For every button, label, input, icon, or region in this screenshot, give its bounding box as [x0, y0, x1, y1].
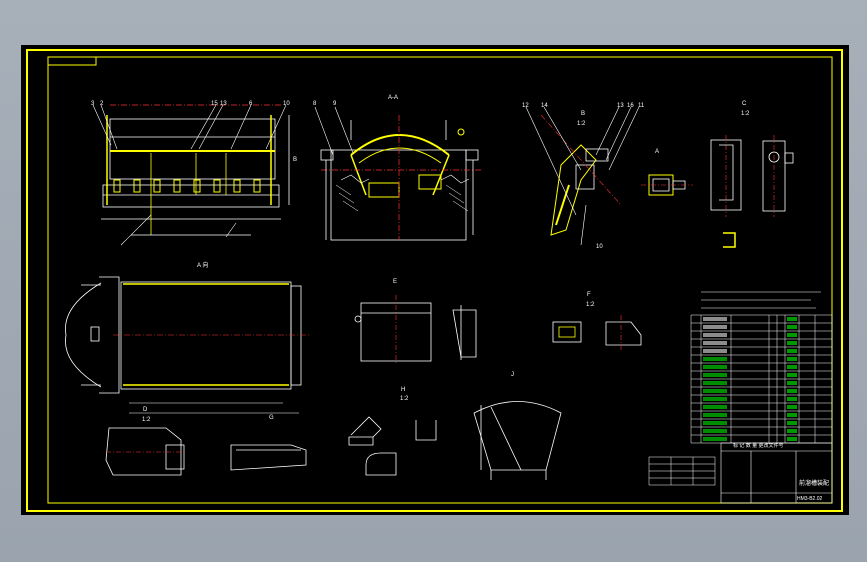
detail-b-balloon-11: 11 [638, 103, 645, 109]
leader-9 [334, 106, 354, 154]
leader-8 [314, 106, 334, 156]
parts-list-code [703, 357, 727, 361]
parts-list-material [787, 357, 797, 361]
parts-list-material [787, 429, 797, 433]
detail-e-title: E [393, 279, 397, 285]
front-view-leaders [92, 104, 287, 246]
detail-b-view [540, 114, 622, 236]
detail-b-scale: 1:2 [577, 121, 586, 127]
detail-c-scale: 1:2 [741, 111, 750, 117]
parts-list-material [787, 381, 797, 385]
balloon-8: 8 [313, 101, 317, 107]
balloon-9: 9 [333, 101, 337, 107]
parts-list-code [703, 373, 727, 377]
inner-frame [47, 56, 833, 504]
parts-list-material [787, 373, 797, 377]
balloon-10: 10 [283, 101, 290, 107]
title-block [720, 442, 833, 504]
plan-view-title: A 向 [197, 261, 208, 269]
detail-d-view [105, 427, 186, 476]
detail-b-balloon-14: 14 [541, 103, 548, 109]
detail-h-scale: 1:2 [400, 396, 409, 402]
detail-f-view [452, 305, 642, 360]
balloon-2: 2 [100, 101, 104, 107]
detail-h-view [348, 416, 437, 476]
balloon-6: 6 [249, 101, 253, 107]
detail-b-leaders [525, 106, 640, 246]
parts-list-code [703, 429, 727, 433]
detail-f-scale: 1:2 [586, 302, 595, 308]
parts-list-code [703, 381, 727, 385]
parts-list-code [703, 397, 727, 401]
parts-list-code [703, 421, 727, 425]
balloon-3: 3 [91, 101, 95, 107]
parts-list-code [703, 333, 727, 337]
parts-list-material [787, 317, 797, 321]
drawing-name: 前溜槽装配 [799, 479, 829, 487]
detail-b-balloon-12: 12 [522, 103, 529, 109]
detail-a-title: A [655, 149, 659, 155]
front-view-pegs [113, 179, 261, 193]
front-view [101, 104, 290, 236]
detail-d-scale: 1:2 [142, 417, 151, 423]
detail-c-view [710, 135, 794, 248]
section-a-title: A-A [388, 95, 398, 101]
section-a-hatch [335, 184, 469, 212]
corner-tag-box [47, 56, 97, 66]
balloon-13: 13 [220, 101, 227, 107]
parts-list-code [703, 349, 727, 353]
parts-list-material [787, 437, 797, 441]
parts-list-material [787, 365, 797, 369]
detail-c-title: C [742, 101, 747, 107]
parts-list-material [787, 325, 797, 329]
parts-list-code [703, 341, 727, 345]
parts-list-material [787, 397, 797, 401]
detail-a-view [641, 174, 693, 196]
parts-list-code [703, 325, 727, 329]
drawing-number: HM3-B2.02 [797, 496, 823, 502]
balloon-15: 15 [211, 101, 218, 107]
parts-list-code [703, 317, 727, 321]
detail-g-view [230, 444, 307, 471]
detail-e-view [354, 295, 432, 365]
detail-b-title: B [581, 111, 585, 117]
small-table [648, 456, 716, 486]
notes-block [701, 291, 821, 309]
parts-list-material [787, 389, 797, 393]
parts-list-material [787, 341, 797, 345]
detail-b-balloon-16: 16 [627, 103, 634, 109]
detail-d-title: D [143, 407, 148, 413]
view-label-b: B [293, 157, 297, 163]
parts-list-material [787, 421, 797, 425]
cad-viewport[interactable]: 3 2 15 13 6 10 B A-A 8 9 [21, 45, 849, 515]
title-block-header: 标 记 数 量 更改文件号 [733, 442, 784, 449]
parts-list-material [787, 413, 797, 417]
parts-list-code [703, 437, 727, 441]
plan-view [65, 276, 311, 414]
detail-g-title: G [269, 415, 274, 421]
cad-drawing: 3 2 15 13 6 10 B A-A 8 9 [26, 49, 843, 512]
section-a-view [320, 115, 481, 241]
parts-list-material [787, 333, 797, 337]
outer-frame [26, 49, 843, 512]
parts-list-code [703, 405, 727, 409]
parts-list-code [703, 413, 727, 417]
parts-list-code [703, 389, 727, 393]
parts-list [690, 314, 833, 444]
detail-b-balloon-10: 10 [596, 244, 603, 250]
detail-j-view [473, 401, 562, 480]
parts-list-material [787, 405, 797, 409]
parts-list-material [787, 349, 797, 353]
detail-b-balloon-13: 13 [617, 103, 624, 109]
detail-j-title: J [511, 372, 514, 378]
detail-f-title: F [587, 292, 591, 298]
detail-h-title: H [401, 387, 405, 393]
parts-list-code [703, 365, 727, 369]
